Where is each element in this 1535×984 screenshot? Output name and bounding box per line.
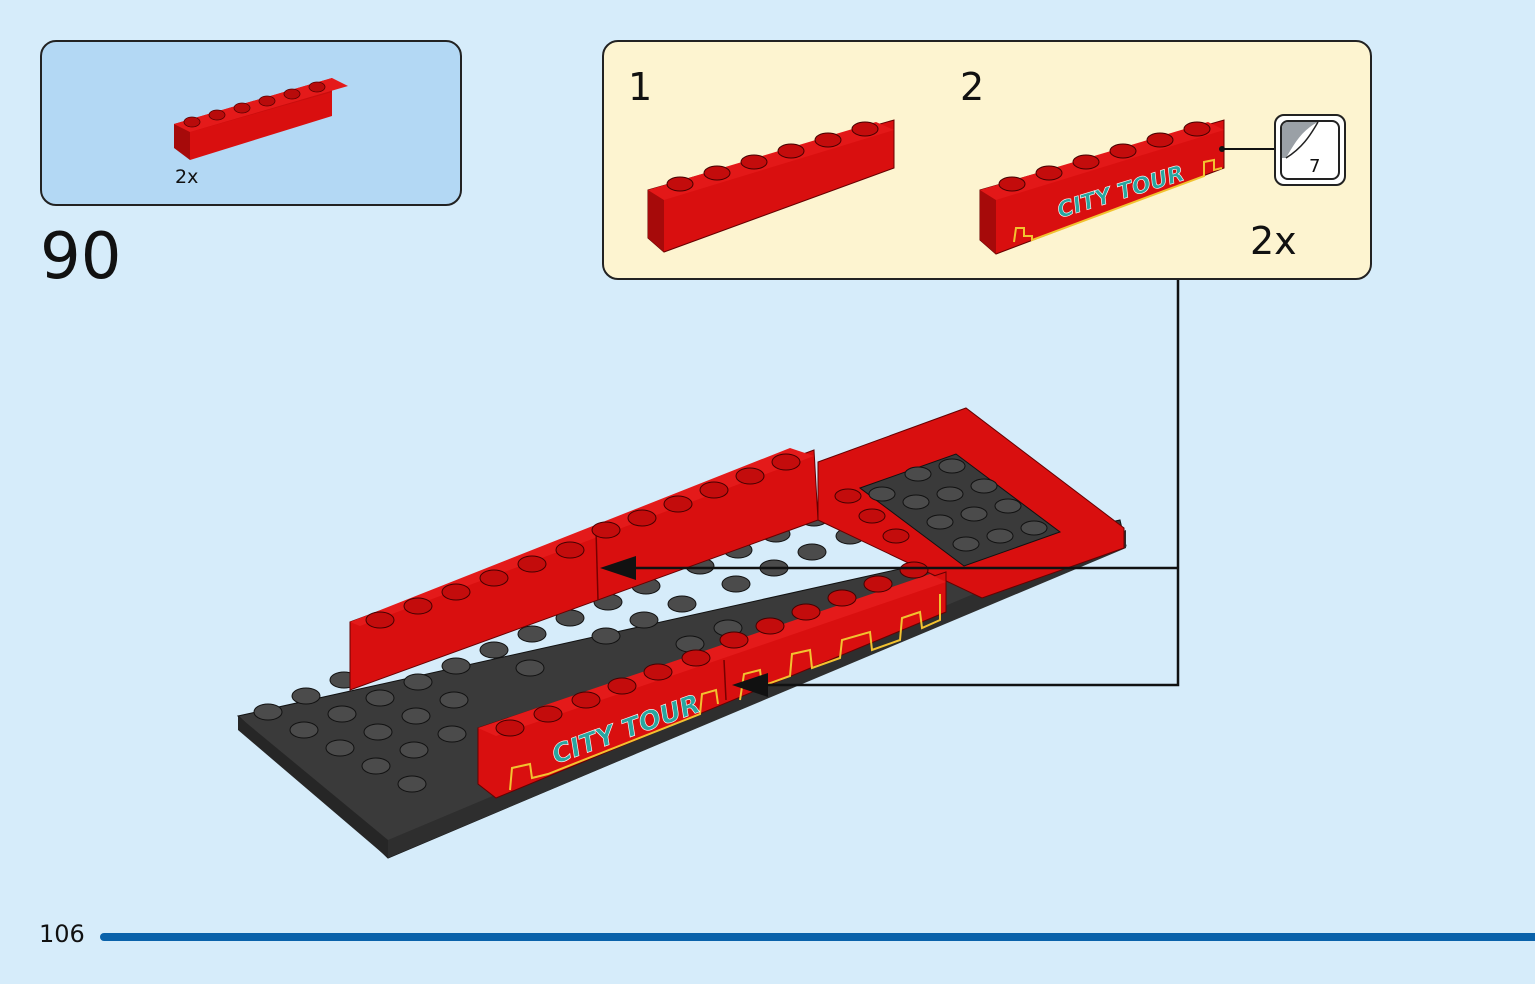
substep-illustrations	[647, 119, 1274, 255]
step-number: 90	[40, 220, 122, 294]
parts-list-box: 2x	[40, 40, 462, 206]
arrow-left-icon	[732, 673, 768, 697]
arrow-left-icon	[600, 556, 636, 580]
brick-print-text-main: CITY TOUR	[548, 689, 704, 770]
substep-1-brick	[647, 119, 895, 253]
sticker-icon: 7	[1280, 120, 1340, 180]
rear-frame	[817, 407, 1125, 599]
base-plate	[236, 519, 1127, 859]
parts-quantity: 2x	[175, 166, 199, 188]
substep-2-label: 2	[960, 65, 985, 109]
substep-quantity: 2x	[1250, 219, 1297, 263]
substep-callout-box: 1 2	[602, 40, 1372, 280]
sticker-callout: 7	[1274, 114, 1346, 186]
substep-1-label: 1	[628, 65, 653, 109]
substep-2-printed-brick	[979, 119, 1225, 255]
sticker-number: 7	[1309, 156, 1321, 177]
footer-progress-bar	[100, 933, 1535, 941]
plate-studs	[253, 509, 865, 793]
parts-brick-1x6-red	[174, 78, 348, 160]
placement-arrows	[612, 280, 1180, 687]
front-printed-bricks: CITY TOUR	[477, 561, 947, 799]
back-wall-bricks	[349, 448, 819, 691]
page-number: 106	[39, 920, 85, 948]
